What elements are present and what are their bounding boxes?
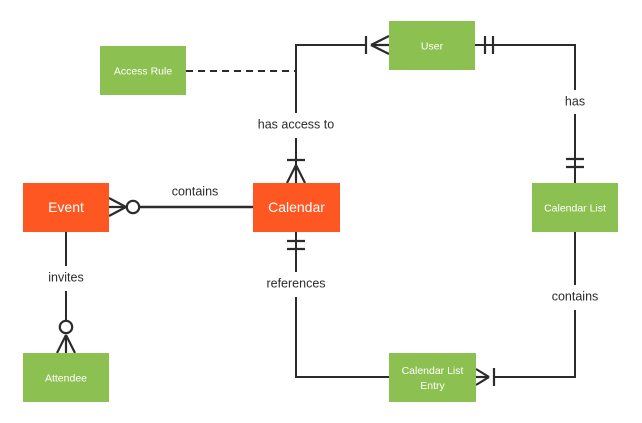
entity-label-user: User bbox=[421, 40, 444, 52]
entity-box-user[interactable] bbox=[389, 21, 475, 70]
relationship-label-invites: invites bbox=[48, 270, 83, 284]
relationship-label-contains-list-entry: contains bbox=[552, 289, 599, 303]
connector-invites bbox=[56, 232, 76, 354]
entity-label-access-rule: Access Rule bbox=[114, 65, 173, 77]
connector-line-has-access-to-upper bbox=[295, 44, 366, 113]
cardinality-crowsfoot-calendar-access bbox=[286, 164, 306, 184]
relationship-label-references: references bbox=[266, 276, 325, 290]
entity-label-attendee: Attendee bbox=[45, 372, 87, 384]
cardinality-crowsfoot-event-contains bbox=[108, 197, 127, 217]
connector-contains-event-calendar bbox=[108, 197, 253, 217]
connector-line-references-lower bbox=[295, 297, 389, 378]
entity-box-calendar-list-entry[interactable] bbox=[389, 353, 476, 402]
relationship-label-has: has bbox=[565, 94, 585, 108]
relationship-label-has-access-to: has access to bbox=[258, 117, 334, 131]
connector-has-access-to bbox=[286, 35, 390, 184]
entity-label-calendar-list-entry-line1: Calendar List bbox=[402, 365, 464, 377]
entity-box-calendar[interactable] bbox=[253, 183, 340, 232]
cardinality-zero-circle-attendee-invites bbox=[58, 319, 74, 335]
connector-has bbox=[475, 36, 584, 183]
entity-calendar-list-entry[interactable]: Calendar List Entry bbox=[389, 353, 476, 402]
entity-user[interactable]: User bbox=[389, 21, 475, 70]
entity-label-calendar-list-entry-line2: Entry bbox=[420, 380, 445, 392]
entity-label-calendar: Calendar bbox=[268, 199, 325, 215]
entity-box-attendee[interactable] bbox=[23, 353, 109, 402]
entity-event[interactable]: Event bbox=[23, 183, 109, 232]
cardinality-crowsfoot-user-access bbox=[370, 35, 390, 55]
entity-label-event: Event bbox=[48, 199, 84, 215]
entity-box-event[interactable] bbox=[23, 183, 109, 232]
entity-box-access-rule[interactable] bbox=[100, 46, 186, 95]
entity-box-calendar-list[interactable] bbox=[532, 183, 618, 232]
connector-line-contains-list-lower bbox=[494, 310, 576, 378]
entity-calendar-list[interactable]: Calendar List bbox=[532, 183, 618, 232]
connector-contains-list-entry bbox=[475, 232, 576, 386]
entity-label-calendar-list: Calendar List bbox=[544, 202, 606, 214]
cardinality-crowsfoot-entry-contains bbox=[475, 368, 490, 386]
relationship-label-contains-event-calendar: contains bbox=[172, 184, 219, 198]
connector-references bbox=[287, 232, 389, 378]
entity-attendee[interactable]: Attendee bbox=[23, 353, 109, 402]
cardinality-crowsfoot-attendee-invites bbox=[56, 334, 76, 354]
cardinality-zero-circle-event-contains bbox=[125, 199, 141, 215]
connector-line-has-upper bbox=[475, 44, 576, 90]
entity-calendar[interactable]: Calendar bbox=[253, 183, 340, 232]
entity-access-rule[interactable]: Access Rule bbox=[100, 46, 186, 95]
